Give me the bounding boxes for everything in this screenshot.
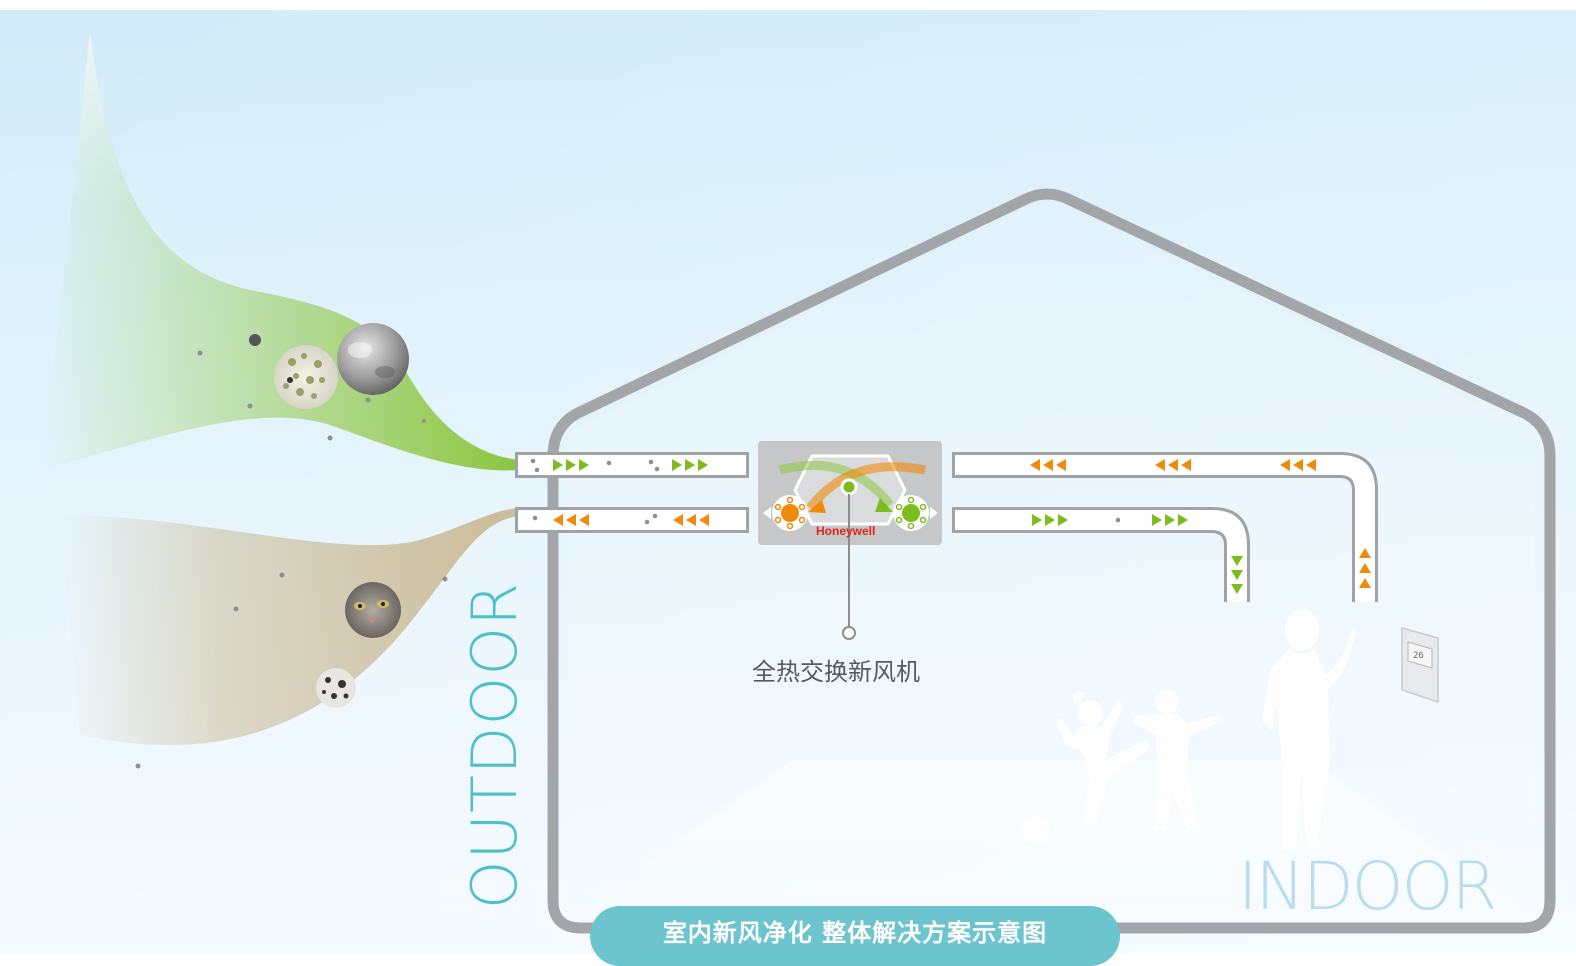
exhaust-air-arrows xyxy=(553,459,1371,588)
outdoor-text: OUTDOOR xyxy=(458,581,532,910)
family-silhouettes xyxy=(1021,609,1356,850)
pollen-icon xyxy=(274,345,338,409)
house-outline xyxy=(547,188,1556,934)
pollutant-particles xyxy=(135,334,448,769)
cat-icon xyxy=(345,582,401,638)
child-dancing-silhouette xyxy=(1132,690,1222,830)
indoor-label: INDOOR xyxy=(1238,848,1497,925)
outdoor-label: OUTDOOR xyxy=(430,578,560,913)
title-banner-text: 室内新风净化 整体解决方案示意图 xyxy=(662,919,1048,947)
exhaust-air-plume xyxy=(60,508,520,745)
unit-caption: 全热交换新风机 xyxy=(752,658,920,686)
unit-callout xyxy=(840,478,858,640)
woman-silhouette xyxy=(1262,609,1356,850)
dust-icon xyxy=(337,323,409,395)
ball xyxy=(1021,816,1049,844)
girl-kicking-silhouette xyxy=(1056,691,1150,826)
wall-controller-icon: 26 xyxy=(1401,627,1439,704)
fresh-air-arrows xyxy=(553,459,1243,594)
brand-logo: Honeywell xyxy=(816,524,876,538)
svg-text:26: 26 xyxy=(1413,651,1424,661)
dalmatian-icon xyxy=(316,668,356,708)
duct-particles xyxy=(530,458,1121,525)
